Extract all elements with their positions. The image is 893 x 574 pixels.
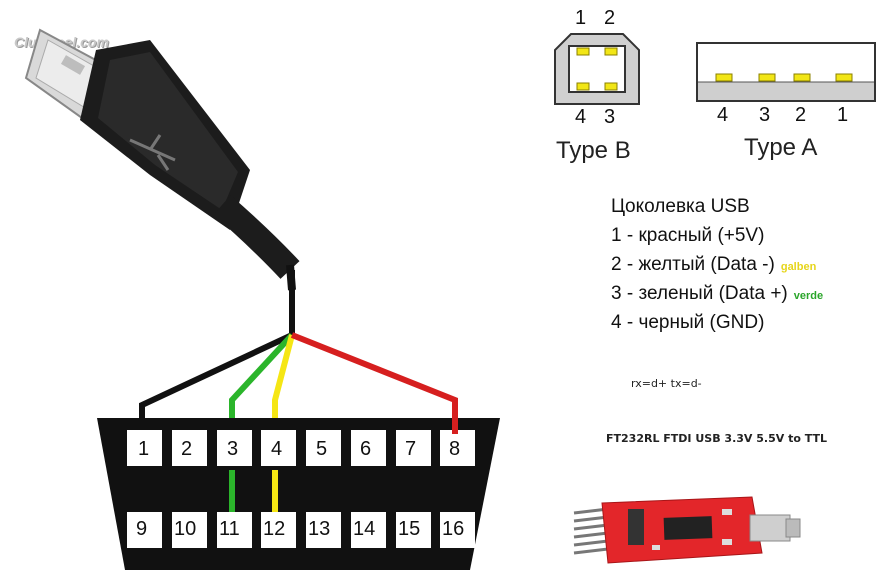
tag-galben: galben	[780, 261, 817, 273]
type-a-pin-1: 1	[837, 104, 849, 126]
ft232rl-module-image	[573, 496, 801, 564]
pinout-line-2-text: 2 - желтый (Data -)	[611, 254, 775, 275]
obd-connector-diagram	[97, 270, 500, 570]
pinout-line-4-text: 4 - черный (GND)	[611, 312, 765, 333]
obd-pin-16: 16	[442, 518, 465, 540]
usb-type-a-socket	[696, 42, 876, 102]
type-b-pin-3: 3	[604, 106, 616, 128]
type-a-pin-4: 4	[717, 104, 729, 126]
obd-pin-6: 6	[360, 438, 372, 460]
obd-pin-8: 8	[449, 438, 461, 460]
type-b-label: Type B	[556, 137, 631, 164]
obd-pin-5: 5	[316, 438, 328, 460]
usb-type-b-socket	[554, 33, 640, 105]
rx-tx-note: rx=d+ tx=d-	[631, 377, 702, 390]
obd-pin-12: 12	[263, 518, 286, 540]
obd-pin-11: 11	[219, 518, 240, 540]
type-a-pin-3: 3	[759, 104, 771, 126]
pinout-line-3-text: 3 - зеленый (Data +)	[611, 283, 788, 304]
pinout-line-2: 2 - желтый (Data -) galben	[611, 254, 816, 276]
type-b-pin-4: 4	[575, 106, 587, 128]
obd-pin-4: 4	[271, 438, 283, 460]
pinout-line-1: 1 - красный (+5V)	[611, 225, 764, 247]
obd-pin-13: 13	[308, 518, 331, 540]
type-b-pin-2: 2	[604, 7, 616, 29]
module-note: FT232RL FTDI USB 3.3V 5.5V to TTL	[606, 432, 827, 445]
obd-pin-14: 14	[353, 518, 376, 540]
usb-b-cable-plug	[24, 28, 300, 291]
obd-pin-2: 2	[181, 438, 193, 460]
type-b-pin-1: 1	[575, 7, 587, 29]
type-a-pin-2: 2	[795, 104, 807, 126]
pinout-title: Цоколевка USB	[611, 196, 750, 217]
pinout-line-4: 4 - черный (GND)	[611, 312, 764, 334]
obd-pin-1: 1	[138, 438, 150, 460]
pinout-line-1-text: 1 - красный (+5V)	[611, 225, 765, 246]
pinout-line-3: 3 - зеленый (Data +) verde	[611, 283, 823, 305]
obd-pin-7: 7	[405, 438, 417, 460]
obd-pin-10: 10	[174, 518, 197, 540]
obd-pin-9: 9	[136, 518, 148, 540]
tag-verde: verde	[793, 290, 824, 302]
type-a-label: Type A	[744, 134, 818, 161]
obd-pin-3: 3	[227, 438, 239, 460]
obd-pin-15: 15	[398, 518, 421, 540]
